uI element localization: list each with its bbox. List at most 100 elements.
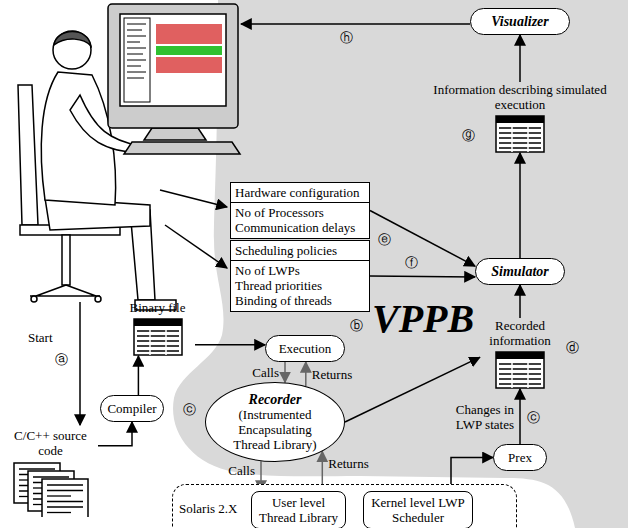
page-line <box>33 476 69 477</box>
page-line <box>47 501 83 502</box>
monitor <box>108 4 238 128</box>
callout-letter: ⓗ <box>340 30 353 45</box>
node-text: Hardware configuration <box>231 183 369 203</box>
connector <box>370 275 475 277</box>
page <box>42 479 88 517</box>
system-name: VPPB <box>372 296 474 342</box>
table-row <box>499 142 541 144</box>
input-arrow <box>160 190 227 207</box>
table-row <box>499 368 541 370</box>
table-frame <box>134 319 182 355</box>
screen-lines <box>127 24 146 78</box>
input-arrow <box>165 225 227 268</box>
table-row <box>137 330 179 332</box>
library-box: User level Thread Library <box>251 491 346 528</box>
process-box: Execution <box>265 335 345 362</box>
node-text: No of LWPs <box>231 263 369 278</box>
screen-bar <box>156 24 222 44</box>
table-row <box>499 127 541 129</box>
screen-bar <box>156 46 222 55</box>
node-text: Thread priorities <box>231 278 369 293</box>
callout-letter: ⓓ <box>566 340 579 355</box>
recorded-table: Recorded information <box>480 318 560 389</box>
table-row <box>137 350 179 352</box>
table-col <box>527 359 529 388</box>
connector <box>305 362 307 386</box>
process-box: Prex <box>493 444 547 471</box>
page-line <box>47 512 71 513</box>
node-text: Communication delays <box>231 220 369 238</box>
table-row <box>499 383 541 385</box>
node-text: Prex <box>500 450 540 465</box>
connector <box>519 389 521 444</box>
node-text: (Instrumented Encapsulating Thread Libra… <box>226 407 324 452</box>
page-line <box>19 468 55 469</box>
screen-panel <box>124 18 150 102</box>
connector <box>519 35 521 82</box>
start-label: Start <box>28 330 53 345</box>
edge-label: Returns <box>312 367 352 382</box>
table-row <box>499 373 541 375</box>
table-row <box>499 132 541 134</box>
connector <box>519 285 521 318</box>
callout-letter: ⓐ <box>55 352 68 367</box>
person-head <box>53 31 91 69</box>
table-header <box>496 352 544 359</box>
process-box: Compiler <box>100 395 164 422</box>
node-text: Simulator <box>482 264 558 279</box>
connector <box>284 362 286 382</box>
page-line <box>47 495 71 496</box>
monitor-stand <box>144 128 206 140</box>
table-header <box>134 319 182 326</box>
callout-letter: ⓕ <box>405 255 418 270</box>
table-row <box>137 340 179 342</box>
connector <box>519 153 521 258</box>
parameter-box: Scheduling policies No of LWPsThread prio… <box>230 240 370 312</box>
connector <box>195 344 265 346</box>
table-icon <box>133 318 183 356</box>
node-text: Scheduling policies <box>231 241 369 261</box>
scheduler-box: Kernel level LWP Scheduler <box>363 491 473 528</box>
table-row <box>499 378 541 380</box>
table-col <box>511 123 513 152</box>
connector <box>98 422 132 446</box>
layout-arrows <box>80 24 470 425</box>
node-text: User level Thread Library <box>256 495 341 525</box>
start-arrow <box>79 302 81 425</box>
edge-label: Changes in LWP states <box>442 402 514 432</box>
screen <box>120 14 226 106</box>
keyboard <box>124 142 240 154</box>
table-col <box>527 123 529 152</box>
table-row <box>499 137 541 139</box>
table-frame <box>496 116 544 152</box>
edge-label: Calls <box>252 365 279 380</box>
callout-letter: ⓑ <box>350 318 363 333</box>
table-row <box>499 363 541 365</box>
table-row <box>137 345 179 347</box>
node-text: Recorded information <box>480 318 560 348</box>
node-text: Solaris 2.X <box>179 501 238 516</box>
table-row <box>499 147 541 149</box>
node-text: Execution <box>272 341 338 356</box>
table-header <box>496 116 544 123</box>
chair-stem <box>62 235 70 285</box>
display-arrow <box>241 23 470 25</box>
page-line <box>47 484 83 485</box>
vppb-region <box>173 0 628 528</box>
connector <box>138 356 140 395</box>
node-text: Information describing simulated executi… <box>430 82 610 112</box>
callout-letter: ⓒ <box>527 410 540 425</box>
table-col <box>149 326 151 355</box>
callout-letter: ⓔ <box>378 232 391 247</box>
parameter-box: Hardware configurationNo of ProcessorsCo… <box>230 182 370 239</box>
node-text: Compiler <box>107 401 157 416</box>
page-line <box>47 506 83 507</box>
os-region: Solaris 2.X User level Thread Library Kern… <box>172 484 517 528</box>
source-files: C/C++ source code <box>3 428 98 517</box>
binary-file: Binary file <box>120 300 195 356</box>
screen-bar <box>156 57 222 73</box>
callout-letter: ⓖ <box>462 128 475 143</box>
chair-wheel <box>31 296 37 302</box>
person-hair <box>54 32 91 46</box>
node-text: Binding of threads <box>231 293 369 311</box>
